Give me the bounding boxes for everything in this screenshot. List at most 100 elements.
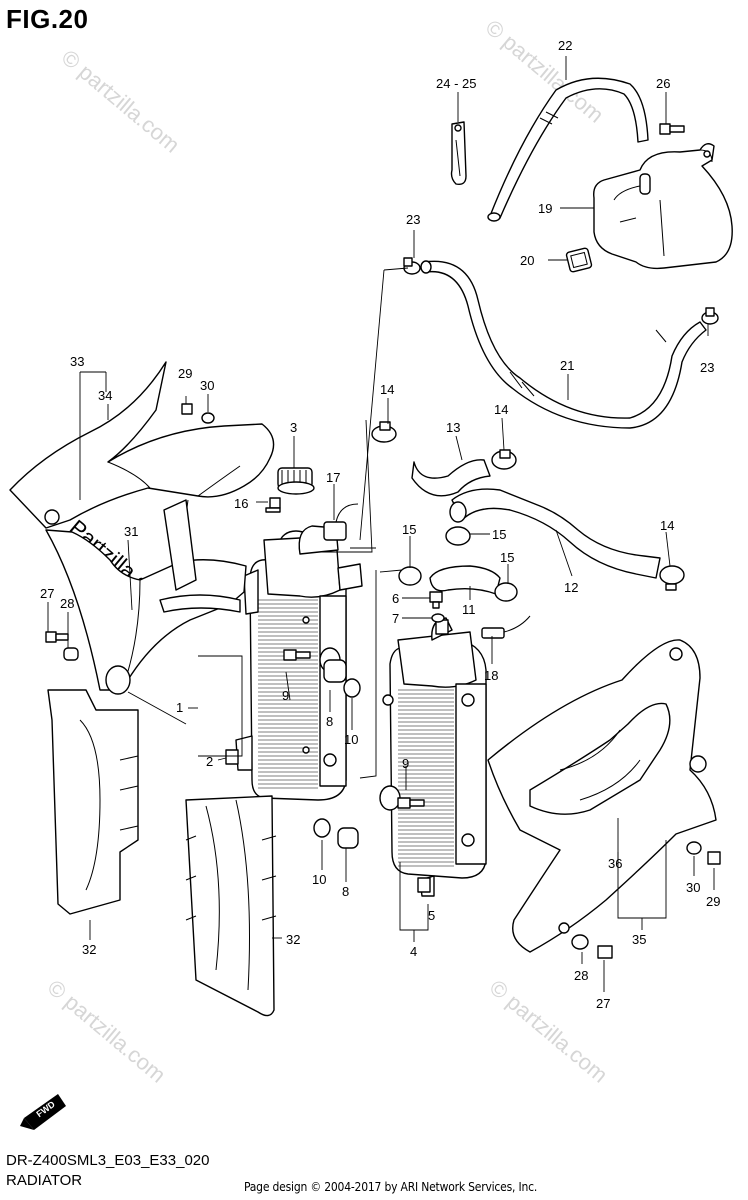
cushion-20 bbox=[565, 247, 593, 273]
callout-32a: 32 bbox=[82, 942, 96, 957]
callout-30b: 30 bbox=[686, 880, 700, 895]
callout-22: 22 bbox=[558, 38, 572, 53]
callout-3: 3 bbox=[290, 420, 297, 435]
nut-2 bbox=[225, 749, 239, 765]
callout-15a: 15 bbox=[402, 522, 416, 537]
collar-28-left bbox=[63, 647, 79, 661]
callout-4: 4 bbox=[410, 944, 417, 959]
reservoir-tank bbox=[593, 143, 733, 270]
callout-2: 2 bbox=[206, 754, 213, 769]
reservoir-hose bbox=[487, 77, 649, 222]
callout-14c: 14 bbox=[660, 518, 674, 533]
callout-21: 21 bbox=[560, 358, 574, 373]
callout-30a: 30 bbox=[200, 378, 214, 393]
fwd-indicator: FWD bbox=[20, 1094, 66, 1130]
guard-31 bbox=[159, 499, 241, 613]
sensor-18 bbox=[481, 615, 531, 639]
callout-29a: 29 bbox=[178, 366, 192, 381]
callout-10a: 10 bbox=[344, 732, 358, 747]
bolt-29-left bbox=[181, 403, 193, 415]
clamp-14-upper-left bbox=[371, 421, 397, 443]
watermark-bottom-left: © partzilla.com bbox=[43, 975, 171, 1088]
louver-32-left bbox=[47, 689, 139, 915]
callout-11: 11 bbox=[462, 602, 476, 617]
callout-24-25: 24 - 25 bbox=[436, 76, 476, 91]
callout-31: 31 bbox=[124, 524, 138, 539]
clamp-14-right bbox=[659, 565, 685, 591]
model-code: DR-Z400SML3_E03_E33_020 bbox=[6, 1152, 210, 1169]
callouts: 1 2 3 4 5 6 7 8 8 9 9 10 10 11 12 13 14 … bbox=[40, 38, 720, 1011]
collar-28-right bbox=[571, 934, 589, 950]
washer-7 bbox=[431, 613, 445, 623]
callout-23b: 23 bbox=[700, 360, 714, 375]
leader-lines bbox=[47, 56, 715, 992]
louver-32-right bbox=[185, 795, 277, 1017]
callout-13: 13 bbox=[446, 420, 460, 435]
callout-1: 1 bbox=[176, 700, 183, 715]
callout-17: 17 bbox=[326, 470, 340, 485]
callout-33: 33 bbox=[70, 354, 84, 369]
grommet-8-lower bbox=[337, 827, 359, 849]
callout-27b: 27 bbox=[596, 996, 610, 1011]
callout-8b: 8 bbox=[342, 884, 349, 899]
right-shroud bbox=[487, 639, 717, 953]
overflow-hose bbox=[420, 260, 707, 429]
callout-14a: 14 bbox=[380, 382, 394, 397]
hose-12 bbox=[449, 488, 661, 579]
callout-7: 7 bbox=[392, 611, 399, 626]
clamp-15-right bbox=[494, 582, 518, 602]
hose-11 bbox=[429, 565, 501, 595]
callout-15c: 15 bbox=[500, 550, 514, 565]
callout-36: 36 bbox=[608, 856, 622, 871]
callout-9a: 9 bbox=[282, 688, 289, 703]
callout-16: 16 bbox=[234, 496, 248, 511]
watermark-top-left: © partzilla.com bbox=[57, 45, 185, 158]
bolt-27-left bbox=[45, 631, 69, 643]
copyright-notice: Page design © 2004-2017 by ARI Network S… bbox=[244, 1180, 538, 1194]
clamp-23-right bbox=[701, 307, 719, 325]
callout-35: 35 bbox=[632, 932, 646, 947]
callout-18: 18 bbox=[484, 668, 498, 683]
temp-sensor-17 bbox=[323, 503, 359, 541]
callout-14b: 14 bbox=[494, 402, 508, 417]
callout-28a: 28 bbox=[60, 596, 74, 611]
nut-5 bbox=[417, 877, 431, 893]
clamp-15-left bbox=[398, 566, 422, 586]
radiator-right bbox=[379, 617, 487, 897]
callout-28b: 28 bbox=[574, 968, 588, 983]
bolt-29-right bbox=[707, 851, 721, 865]
bolt-9-left bbox=[283, 649, 311, 661]
callout-29b: 29 bbox=[706, 894, 720, 909]
washer-30-left bbox=[201, 412, 215, 424]
bolt-6 bbox=[429, 591, 443, 609]
callout-19: 19 bbox=[538, 201, 552, 216]
bolt-26 bbox=[659, 123, 685, 135]
hose-13 bbox=[411, 459, 491, 497]
bolt-9-right bbox=[397, 797, 425, 809]
grommet-8-upper bbox=[323, 659, 347, 683]
callout-10b: 10 bbox=[312, 872, 326, 887]
callout-6: 6 bbox=[392, 591, 399, 606]
callout-34: 34 bbox=[98, 388, 112, 403]
callout-26: 26 bbox=[656, 76, 670, 91]
left-shroud bbox=[9, 361, 275, 695]
callout-8a: 8 bbox=[326, 714, 333, 729]
callout-32b: 32 bbox=[286, 932, 300, 947]
callout-15b: 15 bbox=[492, 527, 506, 542]
callout-23a: 23 bbox=[406, 212, 420, 227]
callout-20: 20 bbox=[520, 253, 534, 268]
callout-12: 12 bbox=[564, 580, 578, 595]
callout-9b: 9 bbox=[402, 756, 409, 771]
collar-10-lower bbox=[313, 818, 331, 838]
washer-30-right bbox=[686, 841, 702, 855]
callout-27a: 27 bbox=[40, 586, 54, 601]
callout-5: 5 bbox=[428, 908, 435, 923]
figure-title: FIG.20 bbox=[6, 4, 89, 34]
clamp-14-upper-right bbox=[491, 449, 517, 470]
collar-10-upper bbox=[343, 678, 361, 698]
section-name: RADIATOR bbox=[6, 1172, 83, 1189]
clamp-15-top bbox=[445, 526, 471, 546]
watermark-bottom-right: © partzilla.com bbox=[485, 975, 613, 1088]
clip-24-25 bbox=[450, 121, 467, 186]
